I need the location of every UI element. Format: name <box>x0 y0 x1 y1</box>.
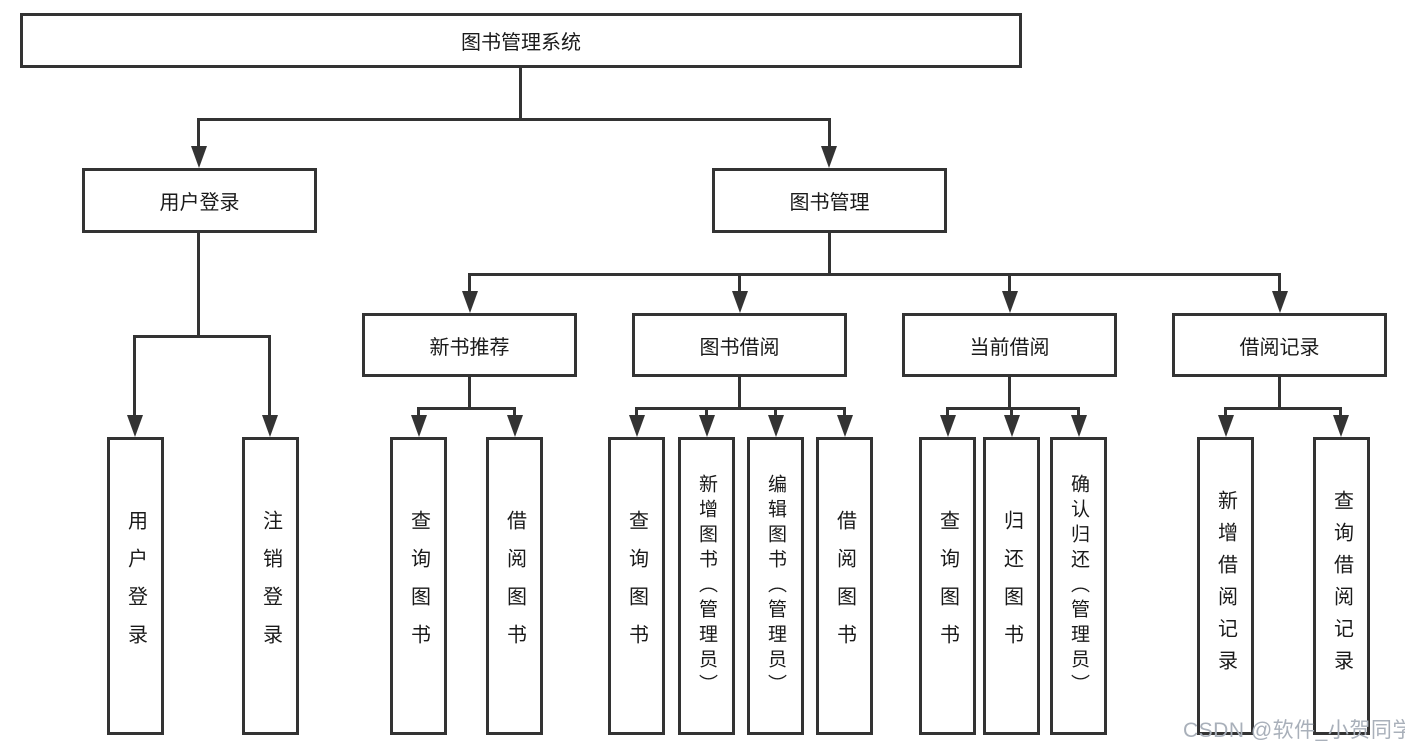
connector-line <box>1224 407 1342 410</box>
arrow-down-icon <box>699 415 715 437</box>
connector-line <box>635 407 846 410</box>
node-borrow-records: 借阅记录 <box>1172 313 1387 377</box>
node-new-book-recommend: 新书推荐 <box>362 313 577 377</box>
leaf-add-borrow-record: 新增借阅记录 <box>1197 437 1254 735</box>
connector-line <box>1224 407 1227 419</box>
arrow-down-icon <box>262 415 278 437</box>
leaf-query-books-recommend: 查询图书 <box>390 437 447 735</box>
node-current-borrow: 当前借阅 <box>902 313 1117 377</box>
arrow-down-icon <box>768 415 784 437</box>
connector-line <box>519 68 522 118</box>
connector-line <box>197 233 200 335</box>
connector-line <box>197 118 200 150</box>
connector-line <box>1010 407 1013 419</box>
arrow-down-icon <box>837 415 853 437</box>
connector-line <box>774 407 777 419</box>
arrow-down-icon <box>1004 415 1020 437</box>
connector-line <box>828 118 831 150</box>
leaf-edit-book-admin: 编辑图书（管理员） <box>747 437 804 735</box>
leaf-logout: 注销登录 <box>242 437 299 735</box>
arrow-down-icon <box>191 146 207 168</box>
arrow-down-icon <box>629 415 645 437</box>
connector-line <box>738 377 741 409</box>
connector-line <box>946 407 949 419</box>
node-book-management: 图书管理 <box>712 168 947 233</box>
arrow-down-icon <box>1272 291 1288 313</box>
connector-line <box>946 407 1080 410</box>
node-book-borrow: 图书借阅 <box>632 313 847 377</box>
leaf-add-book-admin: 新增图书（管理员） <box>678 437 735 735</box>
leaf-query-books-current: 查询图书 <box>919 437 976 735</box>
connector-line <box>513 407 516 419</box>
leaf-return-books: 归还图书 <box>983 437 1040 735</box>
connector-line <box>197 118 831 121</box>
arrow-down-icon <box>462 291 478 313</box>
csdn-watermark: CSDN @软件_小贺同学 <box>1183 719 1405 742</box>
connector-line <box>417 407 420 419</box>
arrow-down-icon <box>1002 291 1018 313</box>
connector-line <box>268 335 271 419</box>
node-user-login: 用户登录 <box>82 168 317 233</box>
connector-line <box>417 407 516 410</box>
connector-line <box>843 407 846 419</box>
arrow-down-icon <box>411 415 427 437</box>
leaf-borrow-books-recommend: 借阅图书 <box>486 437 543 735</box>
connector-line <box>133 335 271 338</box>
connector-line <box>1278 377 1281 409</box>
arrow-down-icon <box>732 291 748 313</box>
leaf-confirm-return-admin: 确认归还（管理员） <box>1050 437 1107 735</box>
connector-line <box>1008 273 1011 295</box>
connector-line <box>1077 407 1080 419</box>
arrow-down-icon <box>1071 415 1087 437</box>
connector-line <box>1008 377 1011 409</box>
leaf-user-login: 用户登录 <box>107 437 164 735</box>
connector-line <box>468 377 471 409</box>
arrow-down-icon <box>940 415 956 437</box>
leaf-query-borrow-record: 查询借阅记录 <box>1313 437 1370 735</box>
leaf-borrow-books-borrow: 借阅图书 <box>816 437 873 735</box>
arrow-down-icon <box>821 146 837 168</box>
connector-line <box>705 407 708 419</box>
connector-line <box>1339 407 1342 419</box>
leaf-query-books-borrow: 查询图书 <box>608 437 665 735</box>
arrow-down-icon <box>127 415 143 437</box>
connector-line <box>468 273 471 295</box>
connector-line <box>133 335 136 419</box>
arrow-down-icon <box>1333 415 1349 437</box>
connector-line <box>468 273 1281 276</box>
node-root: 图书管理系统 <box>20 13 1022 68</box>
connector-line <box>828 233 831 275</box>
connector-line <box>1278 273 1281 295</box>
connector-line <box>738 273 741 295</box>
connector-line <box>635 407 638 419</box>
arrow-down-icon <box>1218 415 1234 437</box>
arrow-down-icon <box>507 415 523 437</box>
